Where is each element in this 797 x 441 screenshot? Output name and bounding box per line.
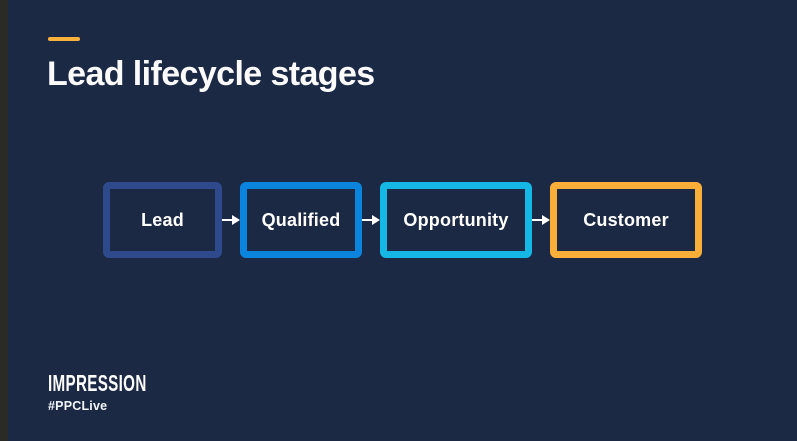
stage-box-customer: Customer xyxy=(550,182,702,258)
stage-box-qualified: Qualified xyxy=(240,182,362,258)
stage-label: Customer xyxy=(583,209,669,230)
impression-logo: IMPRESSION xyxy=(48,370,147,396)
lifecycle-flow-diagram: Lead Qualified Opportunity xyxy=(103,182,702,258)
stage-box-opportunity: Opportunity xyxy=(380,182,532,258)
right-arrow-icon xyxy=(362,213,380,227)
right-arrow-icon xyxy=(532,213,550,227)
stage-label: Opportunity xyxy=(403,209,509,230)
page-title: Lead lifecycle stages xyxy=(47,55,375,93)
stage-label: Qualified xyxy=(261,209,341,230)
title-accent-dash xyxy=(48,37,80,41)
event-hashtag: #PPCLive xyxy=(48,399,108,413)
letterbox-edge-bar xyxy=(0,0,8,441)
right-arrow-icon xyxy=(222,213,240,227)
stage-box-lead: Lead xyxy=(103,182,222,258)
stage-label: Lead xyxy=(141,209,184,230)
